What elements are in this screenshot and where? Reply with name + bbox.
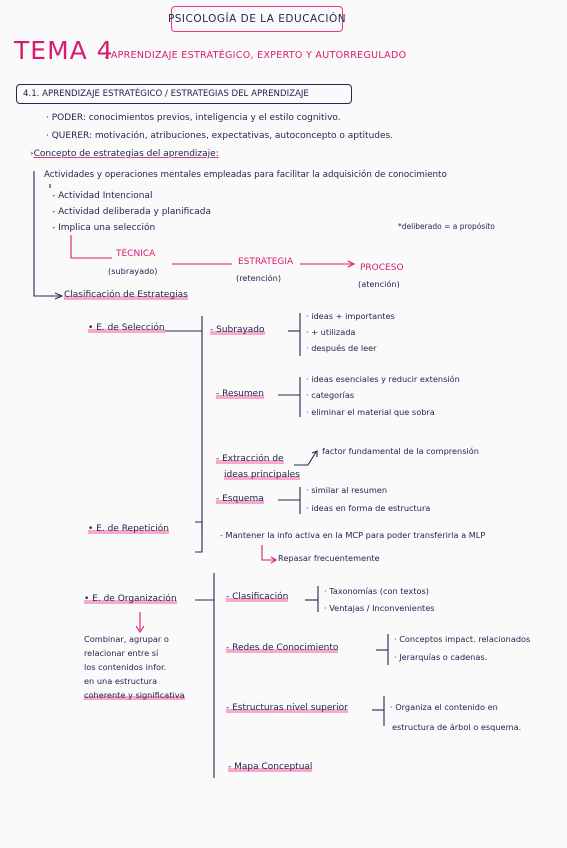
esquema-item-1: · similar al resumen bbox=[306, 485, 388, 495]
estructuras-label: - Estructuras nivel superior bbox=[226, 703, 348, 713]
redes-label: - Redes de Conocimiento bbox=[226, 643, 339, 653]
flow-estrategia: ESTRATEGIA bbox=[238, 257, 294, 267]
flow-estrategia-ex: (retención) bbox=[236, 273, 282, 283]
concepto-item-3: - Implica una selección bbox=[52, 223, 156, 233]
estructuras-item-2: estructura de árbol o esquema. bbox=[392, 722, 522, 732]
clasif-item-2: · Ventajas / Inconvenientes bbox=[324, 603, 435, 613]
clasificacion-title: Clasificación de Estrategias bbox=[64, 290, 188, 300]
extraccion-label-2: ideas principales bbox=[224, 470, 300, 480]
mantener-line: - Mantener la info activa en la MCP para… bbox=[220, 530, 486, 540]
concepto-item-1: - Actividad Intencional bbox=[52, 191, 153, 201]
resumen-label: - Resumen bbox=[216, 389, 264, 399]
redes-item-1: · Conceptos impact. relacionados bbox=[394, 634, 531, 644]
flow-tecnica: TÉCNICA bbox=[116, 249, 156, 259]
flow-proceso: PROCESO bbox=[360, 263, 404, 273]
clasif-label: - Clasificación bbox=[226, 592, 289, 602]
extraccion-item: factor fundamental de la comprensión bbox=[322, 446, 479, 456]
organizacion-desc-4: en una estructura bbox=[84, 676, 158, 686]
redes-item-2: · Jerarquías o cadenas. bbox=[394, 652, 488, 662]
organizacion-desc-1: Combinar, agrupar o bbox=[84, 634, 169, 644]
tema-subtitle: : APRENDIZAJE ESTRATÉGICO, EXPERTO Y AUT… bbox=[104, 50, 407, 61]
flow-proceso-ex: (atención) bbox=[358, 279, 400, 289]
esquema-label: - Esquema bbox=[216, 494, 264, 504]
subrayado-item-2: · + utilizada bbox=[306, 327, 356, 337]
mapa-label: - Mapa Conceptual bbox=[228, 762, 313, 772]
resumen-item-2: · categorías bbox=[306, 390, 355, 400]
organizacion-desc-2: relacionar entre sí bbox=[84, 648, 159, 658]
flow-tecnica-ex: (subrayado) bbox=[108, 266, 158, 276]
subrayado-item-1: · ideas + importantes bbox=[306, 311, 395, 321]
organizacion-desc-3: los contenidos infor. bbox=[84, 662, 167, 672]
extraccion-label-1: - Extracción de bbox=[216, 454, 284, 464]
repasar-line: Repasar frecuentemente bbox=[278, 553, 380, 563]
querer-line: · QUERER: motivación, atribuciones, expe… bbox=[46, 131, 394, 141]
concepto-definition: Actividades y operaciones mentales emple… bbox=[44, 170, 447, 180]
arrow-icon: › bbox=[30, 149, 34, 159]
deliberado-note: *deliberado = a propósito bbox=[398, 222, 495, 231]
subrayado-label: - Subrayado bbox=[210, 325, 265, 335]
seleccion-label: • E. de Selección bbox=[88, 323, 165, 333]
repeticion-label: • E. de Repetición bbox=[88, 524, 170, 534]
concepto-item-2: - Actividad deliberada y planificada bbox=[52, 207, 211, 217]
resumen-item-3: · eliminar el material que sobra bbox=[306, 407, 435, 417]
poder-line: · PODER: conocimientos previos, intelige… bbox=[46, 113, 341, 123]
tema-label: TEMA 4 bbox=[14, 36, 114, 65]
concepto-title: ›Concepto de estrategias del aprendizaje… bbox=[30, 149, 219, 159]
organizacion-label: • E. de Organización bbox=[84, 594, 177, 604]
page-title: PSICOLOGÍA DE LA EDUCACIÓN bbox=[168, 6, 346, 32]
subrayado-item-3: · después de leer bbox=[306, 343, 377, 353]
estructuras-item-1: · Organiza el contenido en bbox=[390, 702, 498, 712]
section-title: 4.1. APRENDIZAJE ESTRATÉGICO / ESTRATEGI… bbox=[16, 84, 352, 104]
organizacion-desc-5: coherente y significativa bbox=[84, 690, 185, 700]
esquema-item-2: · ideas en forma de estructura bbox=[306, 503, 431, 513]
clasif-item-1: · Taxonomías (con textos) bbox=[324, 586, 429, 596]
resumen-item-1: · ideas esenciales y reducir extensión bbox=[306, 374, 460, 384]
